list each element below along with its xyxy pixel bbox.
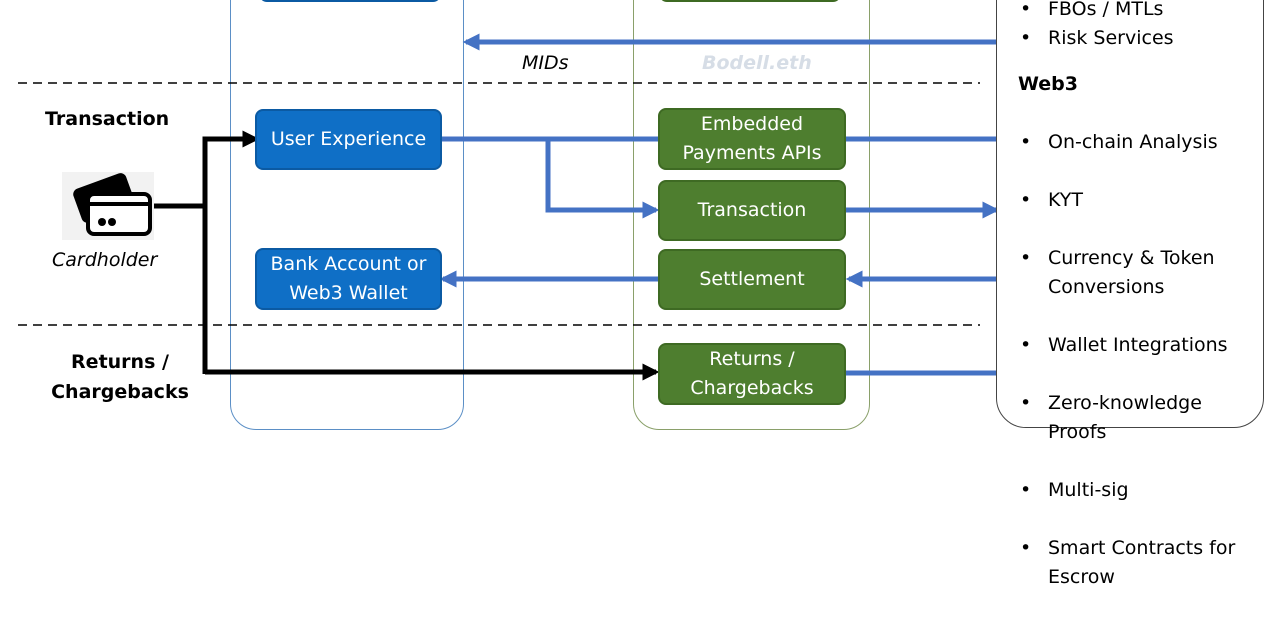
embedded-payments-box: Embedded Payments APIs <box>658 108 846 170</box>
settlement-box: Settlement <box>658 249 846 310</box>
payment-flow-diagram: FBOs / MTLs Risk Services Web3 On-chain … <box>0 0 1280 427</box>
cardholder-label: Cardholder <box>52 249 158 271</box>
transaction-box: Transaction <box>658 180 846 241</box>
user-experience-box: User Experience <box>255 109 442 170</box>
services-list: FBOs / MTLs Risk Services Web3 On-chain … <box>1018 0 1258 621</box>
bodell-label: Bodell.eth <box>702 52 812 74</box>
web3-item: Wallet Integrations <box>1018 331 1258 360</box>
service-item: FBOs / MTLs <box>1018 0 1258 24</box>
service-item: Risk Services <box>1018 24 1258 53</box>
mids-label: MIDs <box>522 52 569 74</box>
row-label-transaction: Transaction <box>45 108 170 130</box>
cardholder-to-ux-arrow <box>202 130 260 374</box>
web3-item: KYT <box>1018 186 1258 215</box>
ux-to-transaction-arrow <box>545 139 660 219</box>
web3-heading: Web3 <box>1018 73 1078 95</box>
web3-item: Zero-knowledge Proofs <box>1018 389 1258 447</box>
web3-item: On-chain Analysis <box>1018 128 1258 157</box>
connector-layer <box>18 33 1000 381</box>
credit-card-icon <box>62 172 154 240</box>
web3-item: Smart Contracts for Escrow <box>1018 534 1258 592</box>
web3-item: Currency & Token Conversions <box>1018 244 1258 302</box>
returns-box: Returns / Chargebacks <box>658 343 846 405</box>
web3-item: Multi-sig <box>1018 476 1258 505</box>
bank-account-box: Bank Account or Web3 Wallet <box>255 248 442 310</box>
row-label-returns: Returns / Chargebacks <box>51 351 189 403</box>
